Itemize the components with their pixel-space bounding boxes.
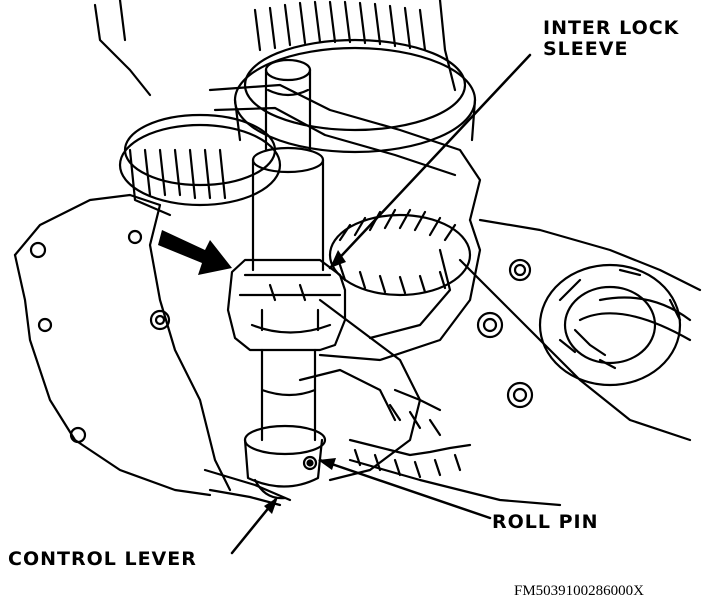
label-inter-lock-sleeve: INTER LOCK SLEEVE <box>543 18 679 60</box>
shift-fork <box>208 83 482 482</box>
figure-code: FM5039100286000X <box>514 583 645 599</box>
control-lever-collar <box>243 424 327 488</box>
shift-rail <box>251 58 325 442</box>
roll-pin-leader-arrowhead <box>318 458 336 470</box>
pointer-arrow-icon <box>158 230 232 275</box>
label-control-lever: CONTROL LEVER <box>8 548 197 570</box>
label-roll-pin: ROLL PIN <box>492 511 599 533</box>
case-bolts <box>29 229 534 444</box>
label-inter-lock-line2: SLEEVE <box>543 38 629 60</box>
control-lever-leader-arrowhead <box>264 497 278 514</box>
label-inter-lock-line1: INTER LOCK <box>543 17 680 39</box>
lower-gear <box>328 208 617 479</box>
transmission-case <box>13 193 702 507</box>
upper-gear-cluster <box>93 0 477 217</box>
inter-lock-sleeve <box>226 258 347 352</box>
inter-lock-leader-arrowhead <box>330 250 346 268</box>
